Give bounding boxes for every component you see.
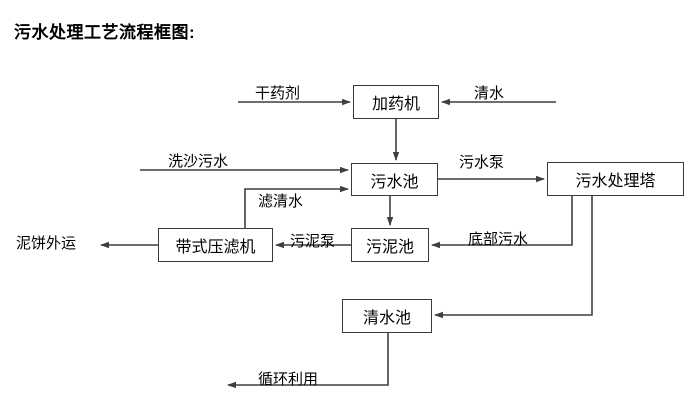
edge-label-bottom-sewage: 底部污水 bbox=[468, 231, 529, 248]
node-treatment-tower[interactable]: 污水处理塔 bbox=[547, 162, 684, 196]
node-clean-water-pool[interactable]: 清水池 bbox=[342, 299, 432, 333]
node-label: 清水池 bbox=[362, 310, 411, 327]
page-title: 污水处理工艺流程框图: bbox=[14, 23, 196, 42]
wire-tower-to-clean-pool bbox=[434, 196, 593, 319]
edge-label-dry-reagent: 干药剂 bbox=[255, 85, 301, 102]
node-belt-filter-press[interactable]: 带式压滤机 bbox=[158, 228, 273, 262]
node-label: 污泥池 bbox=[365, 239, 414, 256]
node-label: 污水处理塔 bbox=[575, 173, 656, 190]
node-dosing-machine[interactable]: 加药机 bbox=[353, 85, 439, 119]
node-sludge-pool[interactable]: 污泥池 bbox=[351, 228, 429, 262]
edge-label-sewage-pump: 污水泵 bbox=[459, 154, 505, 171]
node-label: 污水池 bbox=[370, 173, 419, 191]
node-sewage-pool[interactable]: 污水池 bbox=[351, 163, 438, 196]
wire-clean-pool-recycle bbox=[227, 333, 389, 389]
node-label: 加药机 bbox=[371, 96, 420, 113]
node-label: 带式压滤机 bbox=[175, 239, 256, 256]
edge-label-recycle-use: 循环利用 bbox=[258, 371, 319, 388]
edge-label-clear-water: 清水 bbox=[474, 85, 505, 102]
wire-filtrate-to-sewage-pool bbox=[244, 185, 349, 228]
wire-tower-bottom-to-sludge-pool bbox=[431, 196, 573, 249]
edge-label-filtrate-water: 滤清水 bbox=[258, 193, 304, 210]
edge-label-sand-wash-water: 洗沙污水 bbox=[168, 153, 229, 170]
edge-label-sludge-pump: 污泥泵 bbox=[290, 233, 336, 250]
edge-label-mud-cake-transport: 泥饼外运 bbox=[16, 235, 77, 252]
